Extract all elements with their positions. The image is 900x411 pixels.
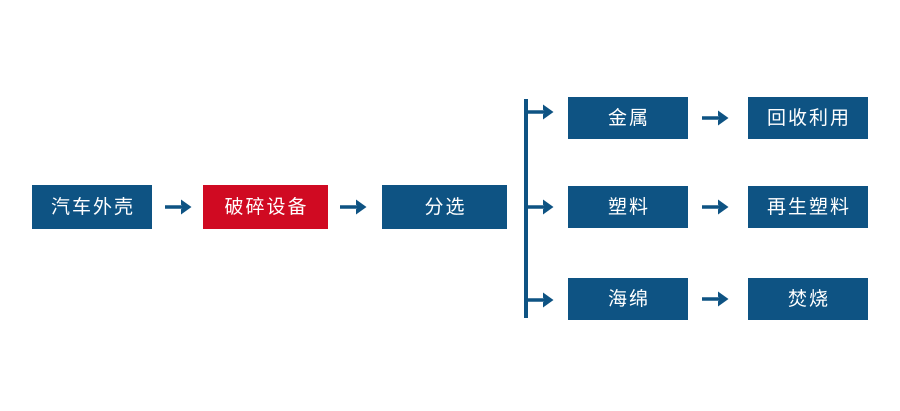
branch-arrow-right-icon-sponge — [525, 287, 557, 313]
node-car-shell[interactable]: 汽车外壳 — [32, 185, 152, 229]
node-metal[interactable]: 金属 — [568, 97, 688, 139]
arrow-right-icon-sponge-to-incineration — [700, 286, 732, 312]
branch-arrow-right-icon-metal — [525, 99, 557, 125]
vertical-bus-line — [524, 99, 528, 318]
branch-arrow-right-icon-plastic — [525, 194, 557, 220]
node-incineration[interactable]: 焚烧 — [748, 278, 868, 320]
arrow-right-icon-metal-to-reuse — [700, 105, 732, 131]
arrow-right-icon-plastic-to-recycled-plastic — [700, 194, 732, 220]
node-crushing-equipment[interactable]: 破碎设备 — [203, 185, 328, 229]
node-plastic[interactable]: 塑料 — [568, 186, 688, 228]
node-sponge[interactable]: 海绵 — [568, 278, 688, 320]
arrow-right-icon-crusher-to-sorting — [338, 194, 370, 220]
arrow-right-icon-shell-to-crusher — [163, 194, 195, 220]
node-recycled-plastic[interactable]: 再生塑料 — [748, 186, 868, 228]
node-recycling-reuse[interactable]: 回收利用 — [748, 97, 868, 139]
node-sorting[interactable]: 分选 — [382, 185, 507, 229]
